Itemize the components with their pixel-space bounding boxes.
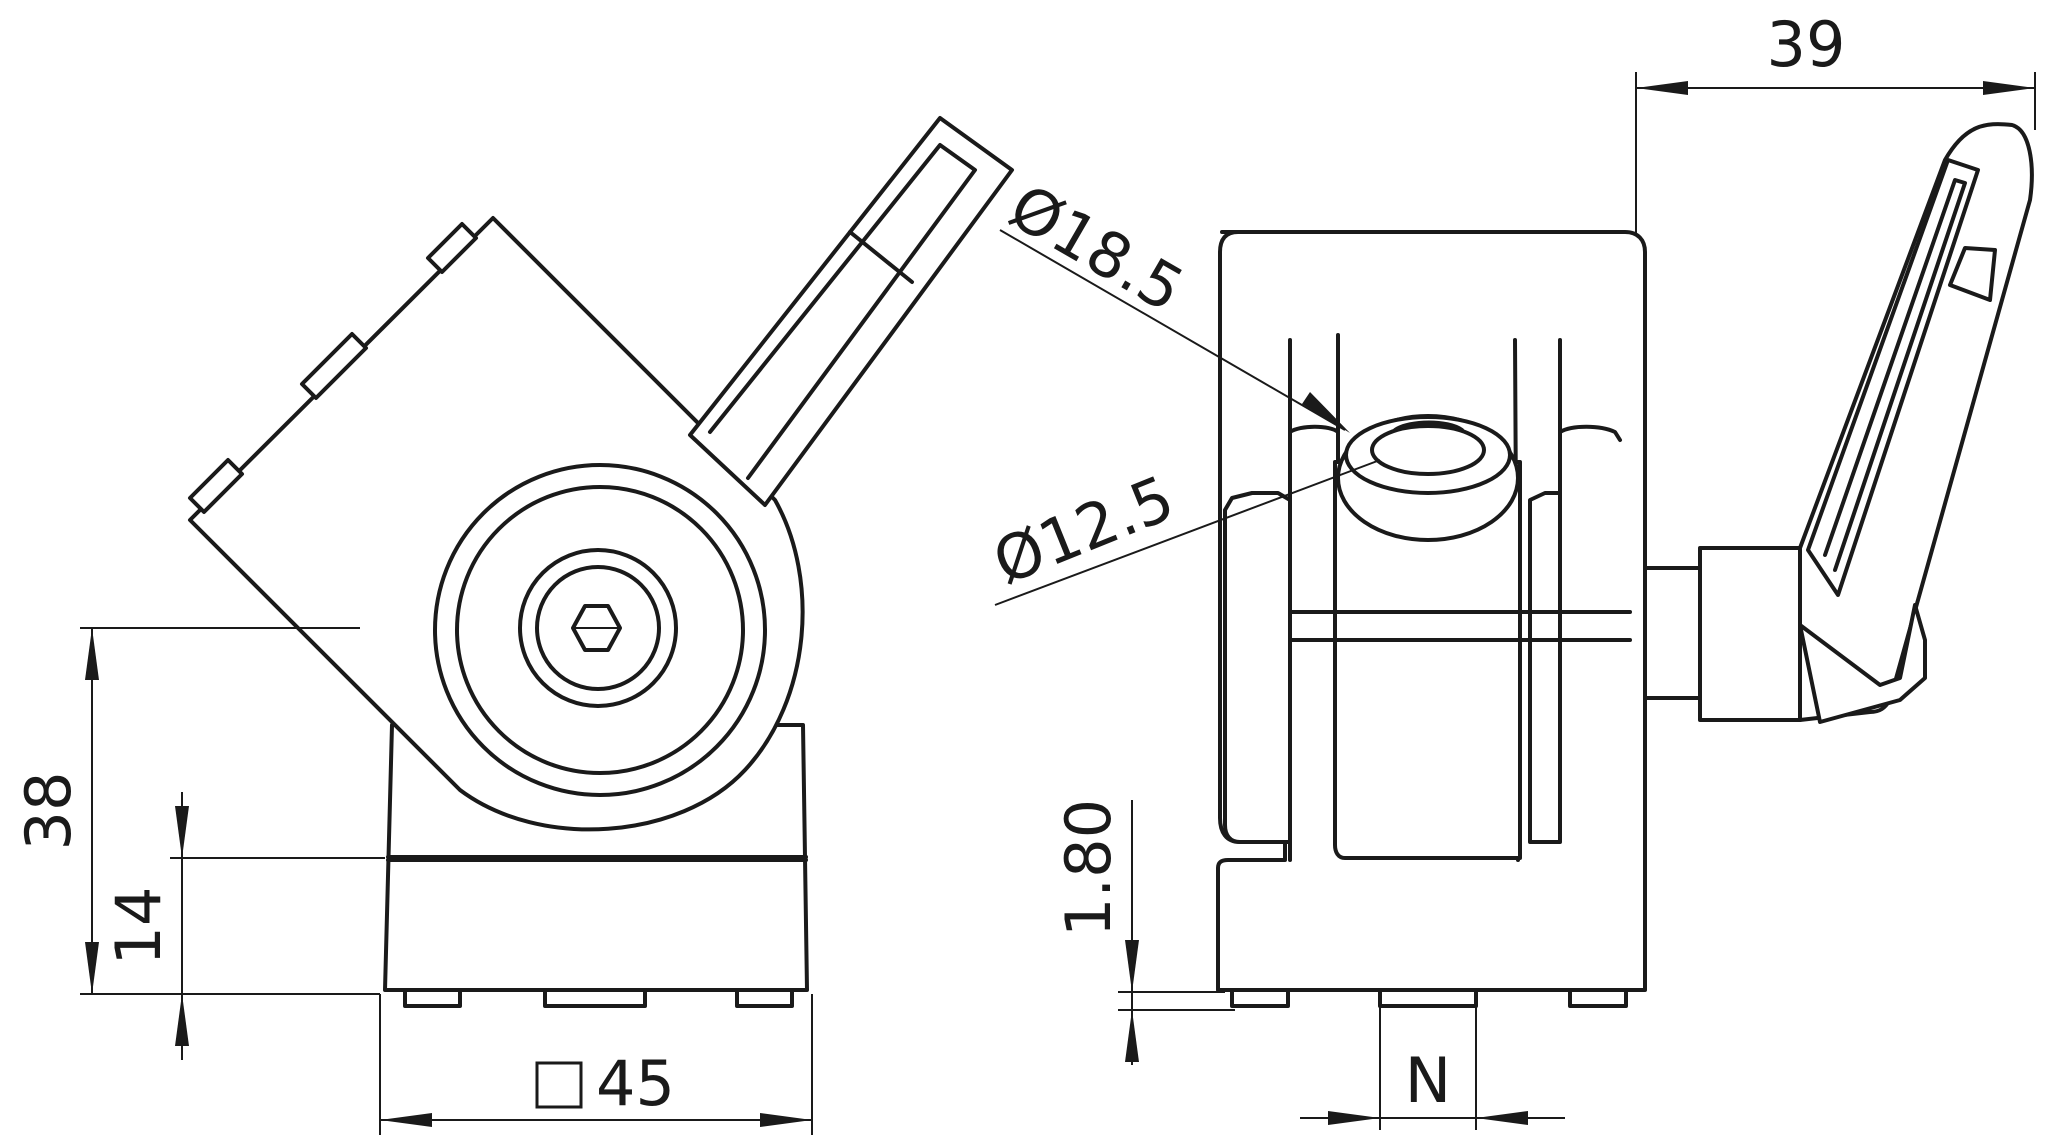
dia-12-5-leader bbox=[994, 459, 1381, 606]
front-base-nub-right bbox=[1568, 988, 1628, 1008]
side-lever bbox=[688, 116, 1014, 507]
front-lever-tip bbox=[1948, 246, 1997, 302]
side-lever-inner bbox=[708, 143, 977, 480]
front-center-block bbox=[1333, 460, 1522, 860]
front-bore-top-arc bbox=[1393, 420, 1464, 432]
dim-45-arrow-right bbox=[760, 1113, 812, 1127]
dim-n-arrow-right bbox=[1476, 1111, 1528, 1125]
front-left-channel bbox=[1223, 491, 1292, 844]
dim-38-label: 38 bbox=[12, 772, 85, 851]
dim-38-arrow-top bbox=[85, 628, 99, 680]
dim-180-arrow-top bbox=[1125, 940, 1139, 992]
square-symbol-icon bbox=[535, 1061, 583, 1109]
dia-18-5-label: Ø18.5 bbox=[998, 170, 1196, 327]
dim-14-arrow-bottom bbox=[175, 994, 189, 1046]
side-base-nub-center bbox=[543, 988, 647, 1008]
front-nut bbox=[1698, 546, 1802, 722]
dim-n-label: N bbox=[1405, 1044, 1451, 1117]
dim-39-arrow-right bbox=[1983, 81, 2035, 95]
front-base-nub-left bbox=[1230, 988, 1290, 1008]
front-lever-lower-joint bbox=[1798, 603, 1927, 724]
front-shaft bbox=[1643, 566, 1702, 700]
dim-45-label: 45 bbox=[596, 1047, 675, 1120]
front-lever-grip-inner bbox=[1823, 178, 1967, 572]
dim-180-label: 1.80 bbox=[1052, 799, 1125, 937]
dim-38-arrow-bottom bbox=[85, 942, 99, 994]
dim-180-arrow-bottom bbox=[1125, 1010, 1139, 1062]
dim-n-arrow-left bbox=[1328, 1111, 1380, 1125]
dia-12-5-label: Ø12.5 bbox=[983, 461, 1184, 599]
side-tab-2 bbox=[300, 332, 368, 400]
front-view: Ø18.5 Ø12.5 39 1.80 N bbox=[983, 8, 2036, 1130]
dia-18-5-arrow bbox=[1302, 392, 1350, 433]
front-bore-center bbox=[1370, 424, 1486, 476]
front-slot-left-cap bbox=[1288, 424, 1340, 442]
dim-45-arrow-left bbox=[380, 1113, 432, 1127]
front-base-nub-center bbox=[1378, 988, 1478, 1008]
side-tab-3 bbox=[188, 458, 244, 514]
dim-39-label: 39 bbox=[1767, 8, 1846, 81]
dim-14-arrow-top bbox=[175, 806, 189, 858]
dim-39-arrow-left bbox=[1636, 81, 1688, 95]
side-base-nub-right bbox=[735, 988, 794, 1008]
side-base-nub-left bbox=[403, 988, 462, 1008]
side-tab-1 bbox=[426, 222, 478, 274]
dia-18-5-leader bbox=[999, 229, 1346, 431]
front-right-channel bbox=[1528, 491, 1562, 844]
front-slot-right-cap bbox=[1558, 424, 1622, 442]
dim-14-label: 14 bbox=[102, 887, 175, 966]
side-view: 38 14 45 bbox=[12, 116, 1014, 1135]
side-lever-band bbox=[848, 230, 914, 284]
